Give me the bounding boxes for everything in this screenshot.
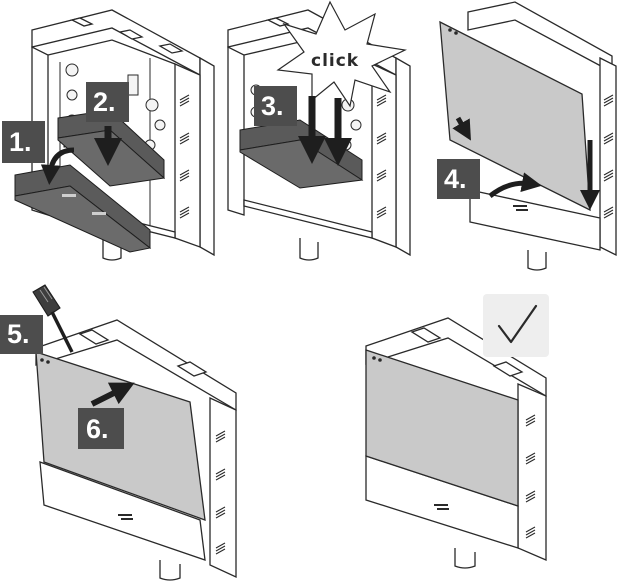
step-2-text: 2. bbox=[93, 87, 116, 117]
panel-completed bbox=[365, 317, 547, 569]
step-1-label: 1. bbox=[2, 121, 45, 163]
step-6-label: 6. bbox=[78, 408, 124, 449]
step-6-text: 6. bbox=[86, 414, 109, 444]
step-5-label: 5. bbox=[0, 315, 43, 354]
swing-arrow bbox=[40, 147, 75, 185]
distribution-part-clicked bbox=[239, 119, 364, 189]
logo-mark-5 bbox=[118, 514, 133, 520]
hook-arrow-left bbox=[452, 116, 471, 141]
distribution-part-lower bbox=[14, 164, 152, 253]
step-5-text: 5. bbox=[7, 319, 30, 349]
push-arrow bbox=[488, 172, 542, 198]
panel-step-4 bbox=[467, 1, 617, 271]
front-cover-final bbox=[365, 349, 519, 507]
checkmark-icon bbox=[483, 294, 549, 357]
click-callout-text: click bbox=[311, 51, 359, 71]
logo-mark-4 bbox=[513, 205, 528, 211]
front-cover-tilted bbox=[439, 20, 591, 212]
logo-mark-final bbox=[434, 504, 449, 510]
slide-arrow bbox=[90, 382, 135, 407]
step-4-text: 4. bbox=[444, 164, 467, 194]
screwdriver-icon bbox=[32, 284, 74, 353]
step-4-label: 4. bbox=[437, 159, 480, 199]
step-1-text: 1. bbox=[9, 127, 32, 157]
step-2-label: 2. bbox=[86, 82, 129, 122]
step-3-label: 3. bbox=[254, 86, 297, 126]
panel-steps-5-6 bbox=[35, 319, 237, 581]
step-3-text: 3. bbox=[261, 91, 284, 121]
click-starburst bbox=[276, 0, 407, 108]
